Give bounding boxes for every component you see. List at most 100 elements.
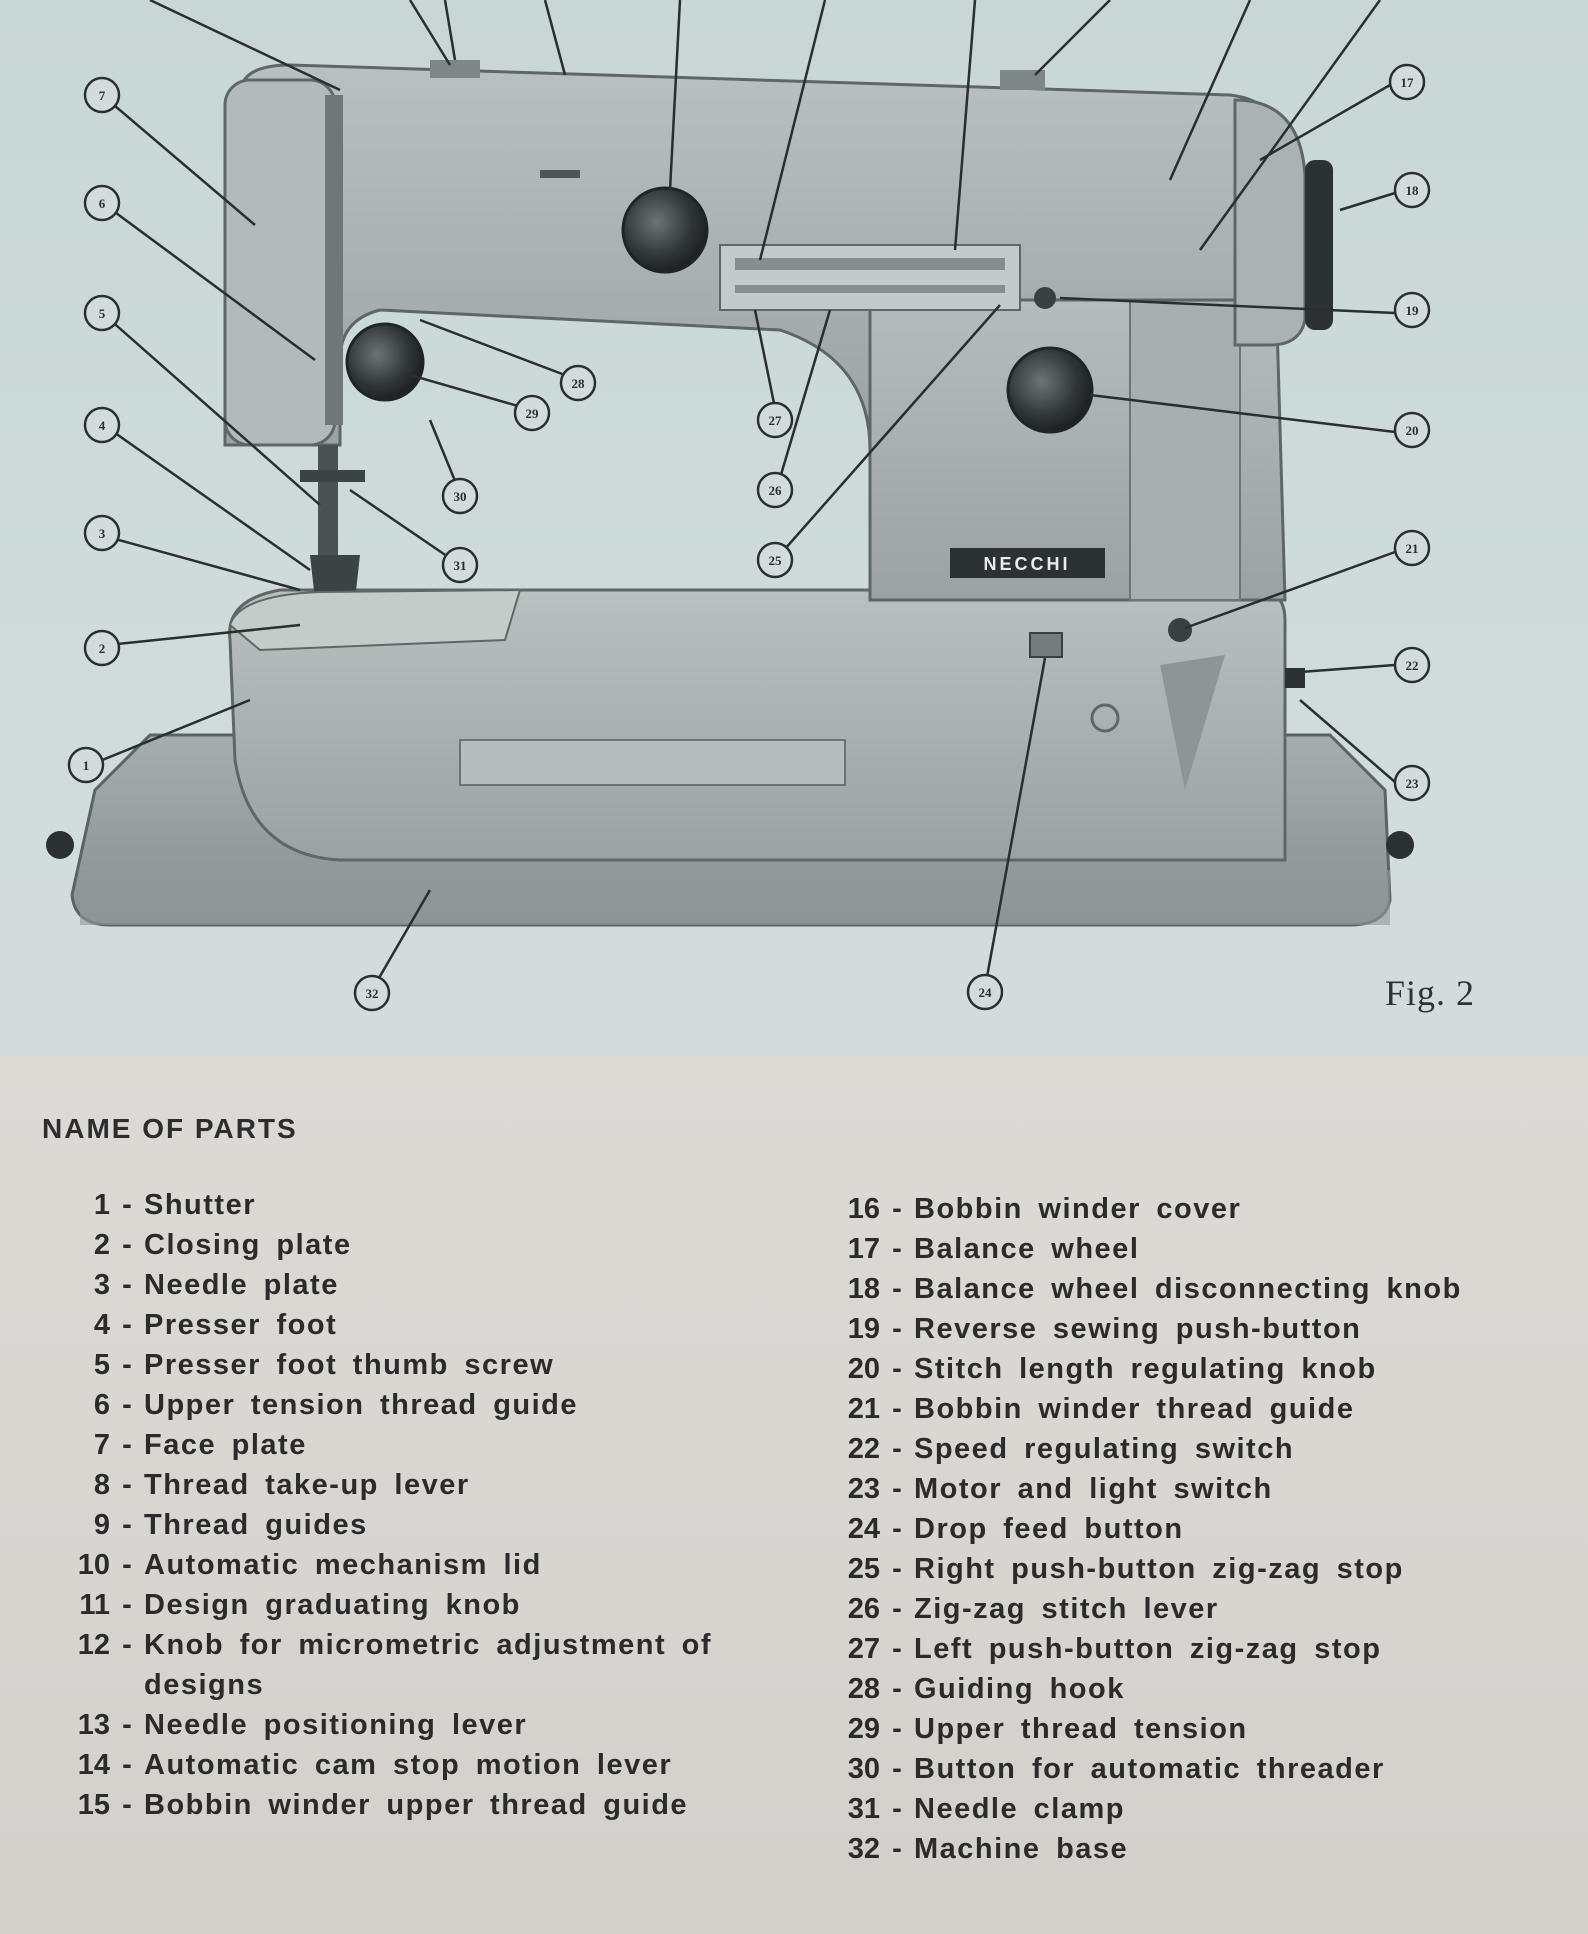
part-name: Automatic cam stop motion lever bbox=[144, 1749, 673, 1781]
part-number: 28 bbox=[847, 1673, 880, 1705]
callout-3: 3 bbox=[83, 514, 121, 552]
part-name: Stitch length regulating knob bbox=[914, 1353, 1377, 1385]
part-name: Design graduating knob bbox=[144, 1589, 521, 1621]
callout-19: 19 bbox=[1393, 291, 1431, 329]
callouts: 7 6 5 4 3 2 1 17 18 19 20 21 22 23 24 25… bbox=[67, 63, 1431, 1012]
part-separator: - bbox=[122, 1429, 132, 1461]
svg-text:2: 2 bbox=[99, 641, 106, 656]
part-number: 30 bbox=[847, 1753, 880, 1785]
part-name: Thread take-up lever bbox=[144, 1469, 470, 1501]
part-name: Upper thread tension bbox=[914, 1713, 1248, 1745]
part-name: Right push-button zig-zag stop bbox=[914, 1553, 1404, 1585]
svg-text:4: 4 bbox=[99, 418, 106, 433]
part-number: 11 bbox=[79, 1589, 110, 1621]
callout-4: 4 bbox=[83, 406, 121, 444]
part-item-11: 11-Design graduating knob bbox=[30, 1585, 730, 1625]
parts-heading: NAME OF PARTS bbox=[42, 1113, 298, 1144]
brand-logo: NECCHI bbox=[983, 554, 1070, 574]
callout-6: 6 bbox=[83, 184, 121, 222]
callout-25: 25 bbox=[756, 541, 794, 579]
part-number: 7 bbox=[93, 1429, 110, 1461]
callout-22: 22 bbox=[1393, 646, 1431, 684]
svg-text:28: 28 bbox=[572, 376, 586, 391]
part-item-26: 26-Zig-zag stitch lever bbox=[800, 1589, 1560, 1629]
part-number: 13 bbox=[77, 1709, 110, 1741]
sewing-machine-illustration: NECCHI bbox=[46, 0, 1431, 1012]
figure-caption: Fig. 2 bbox=[1385, 973, 1476, 1013]
part-item-5: 5-Presser foot thumb screw bbox=[30, 1345, 730, 1385]
part-number: 25 bbox=[847, 1553, 880, 1585]
part-item-29: 29-Upper thread tension bbox=[800, 1709, 1560, 1749]
part-number: 22 bbox=[847, 1433, 880, 1465]
callout-21: 21 bbox=[1393, 529, 1431, 567]
part-number: 16 bbox=[847, 1193, 880, 1225]
machine-pillar bbox=[868, 253, 1287, 602]
part-separator: - bbox=[892, 1593, 902, 1625]
part-item-13: 13-Needle positioning lever bbox=[30, 1705, 730, 1745]
part-number: 27 bbox=[847, 1633, 880, 1665]
speed-switch bbox=[1285, 668, 1305, 688]
part-number: 32 bbox=[847, 1833, 880, 1865]
part-name: Needle positioning lever bbox=[144, 1709, 528, 1741]
part-name: Face plate bbox=[144, 1429, 307, 1461]
part-number: 6 bbox=[93, 1389, 110, 1421]
callout-20: 20 bbox=[1393, 411, 1431, 449]
svg-text:6: 6 bbox=[99, 196, 106, 211]
callout-23: 23 bbox=[1393, 764, 1431, 802]
part-number: 3 bbox=[93, 1269, 110, 1301]
upper-tension-knob bbox=[345, 322, 425, 402]
part-separator: - bbox=[892, 1513, 902, 1545]
reverse-button bbox=[1034, 287, 1056, 309]
part-separator: - bbox=[122, 1789, 132, 1821]
part-number: 10 bbox=[77, 1549, 110, 1581]
part-item-15: 15-Bobbin winder upper thread guide bbox=[30, 1785, 730, 1825]
part-separator: - bbox=[892, 1273, 902, 1305]
svg-text:22: 22 bbox=[1406, 658, 1419, 673]
part-separator: - bbox=[892, 1633, 902, 1665]
part-number: 8 bbox=[93, 1469, 110, 1501]
part-item-12: 12-Knob for micrometric adjustment of de… bbox=[30, 1625, 730, 1705]
part-separator: - bbox=[122, 1269, 132, 1301]
stitch-length-knob bbox=[1006, 346, 1094, 434]
part-name: Drop feed button bbox=[914, 1513, 1184, 1545]
part-number: 20 bbox=[847, 1353, 880, 1385]
part-number: 15 bbox=[77, 1789, 110, 1821]
svg-text:21: 21 bbox=[1406, 541, 1419, 556]
leader-lines bbox=[89, 0, 1396, 991]
part-number: 18 bbox=[847, 1273, 880, 1305]
callout-2: 2 bbox=[83, 629, 121, 667]
part-name: Knob for micrometric adjustment of desig… bbox=[144, 1629, 713, 1701]
part-name: Bobbin winder cover bbox=[914, 1193, 1242, 1225]
part-separator: - bbox=[122, 1229, 132, 1261]
part-item-28: 28-Guiding hook bbox=[800, 1669, 1560, 1709]
callout-27: 27 bbox=[756, 401, 794, 439]
part-name: Presser foot thumb screw bbox=[144, 1349, 555, 1381]
part-separator: - bbox=[122, 1629, 132, 1661]
svg-text:26: 26 bbox=[769, 483, 783, 498]
needle-clamp-screw bbox=[1168, 618, 1192, 642]
part-separator: - bbox=[892, 1353, 902, 1385]
part-number: 24 bbox=[847, 1513, 880, 1545]
part-name: Left push-button zig-zag stop bbox=[914, 1633, 1382, 1665]
part-name: Motor and light switch bbox=[914, 1473, 1273, 1505]
part-separator: - bbox=[122, 1589, 132, 1621]
closing-plate bbox=[228, 588, 522, 652]
svg-text:24: 24 bbox=[979, 985, 993, 1000]
callout-7: 7 bbox=[83, 76, 121, 114]
part-separator: - bbox=[122, 1389, 132, 1421]
part-separator: - bbox=[122, 1189, 132, 1221]
svg-text:20: 20 bbox=[1406, 423, 1419, 438]
part-separator: - bbox=[892, 1553, 902, 1585]
part-number: 14 bbox=[77, 1749, 110, 1781]
svg-text:18: 18 bbox=[1406, 183, 1420, 198]
part-separator: - bbox=[122, 1709, 132, 1741]
drop-feed-button bbox=[1029, 632, 1063, 658]
part-item-6: 6-Upper tension thread guide bbox=[30, 1385, 730, 1425]
svg-text:5: 5 bbox=[99, 306, 106, 321]
part-number: 12 bbox=[77, 1629, 110, 1661]
part-item-25: 25-Right push-button zig-zag stop bbox=[800, 1549, 1560, 1589]
part-separator: - bbox=[122, 1469, 132, 1501]
